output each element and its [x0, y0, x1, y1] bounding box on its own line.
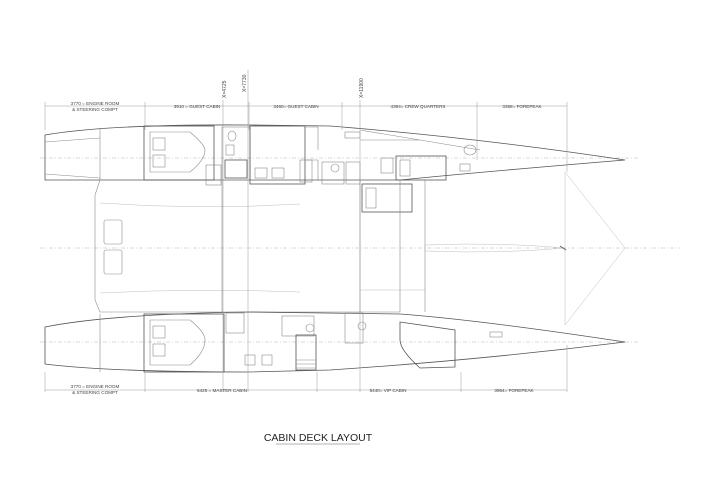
top-dimension-line: 3770 = ENGINE ROOM & STEERING COMPT 3910…: [44, 101, 568, 172]
station-label: X=4725: [222, 80, 228, 98]
dimension-label: 4364= CREW QUARTERS: [391, 104, 446, 109]
dimension-label: 3770 = ENGINE ROOM: [71, 384, 120, 389]
dimension-label: 6425 = MASTER CABIN: [197, 388, 247, 393]
bottom-hull: [44, 311, 626, 373]
dimension-label: 3964= FOREPEAK: [494, 388, 534, 393]
dimension-label: 3358= FOREPEAK: [502, 104, 542, 109]
dimension-label: & STEERING COMPT: [72, 107, 118, 112]
station-lines: X=4725 X=7730 X=11900: [222, 70, 365, 392]
dimension-label: 5440= VIP CABIN: [370, 388, 407, 393]
bottom-dimension-line: 3770 = ENGINE ROOM & STEERING COMPT 6425…: [44, 345, 568, 395]
station-label: X=7730: [242, 74, 248, 92]
top-hull: [44, 124, 626, 213]
dimension-label: 3910 = GUEST CABIN: [174, 104, 221, 109]
station-label: X=11900: [359, 78, 365, 98]
dimension-label: & STEERING COMPT: [72, 390, 118, 395]
dimension-label: 3460= GUEST CABIN: [273, 104, 318, 109]
bridgedeck: [94, 171, 626, 326]
dimension-label: 3770 = ENGINE ROOM: [71, 101, 120, 106]
drawing-title: CABIN DECK LAYOUT: [264, 432, 373, 444]
